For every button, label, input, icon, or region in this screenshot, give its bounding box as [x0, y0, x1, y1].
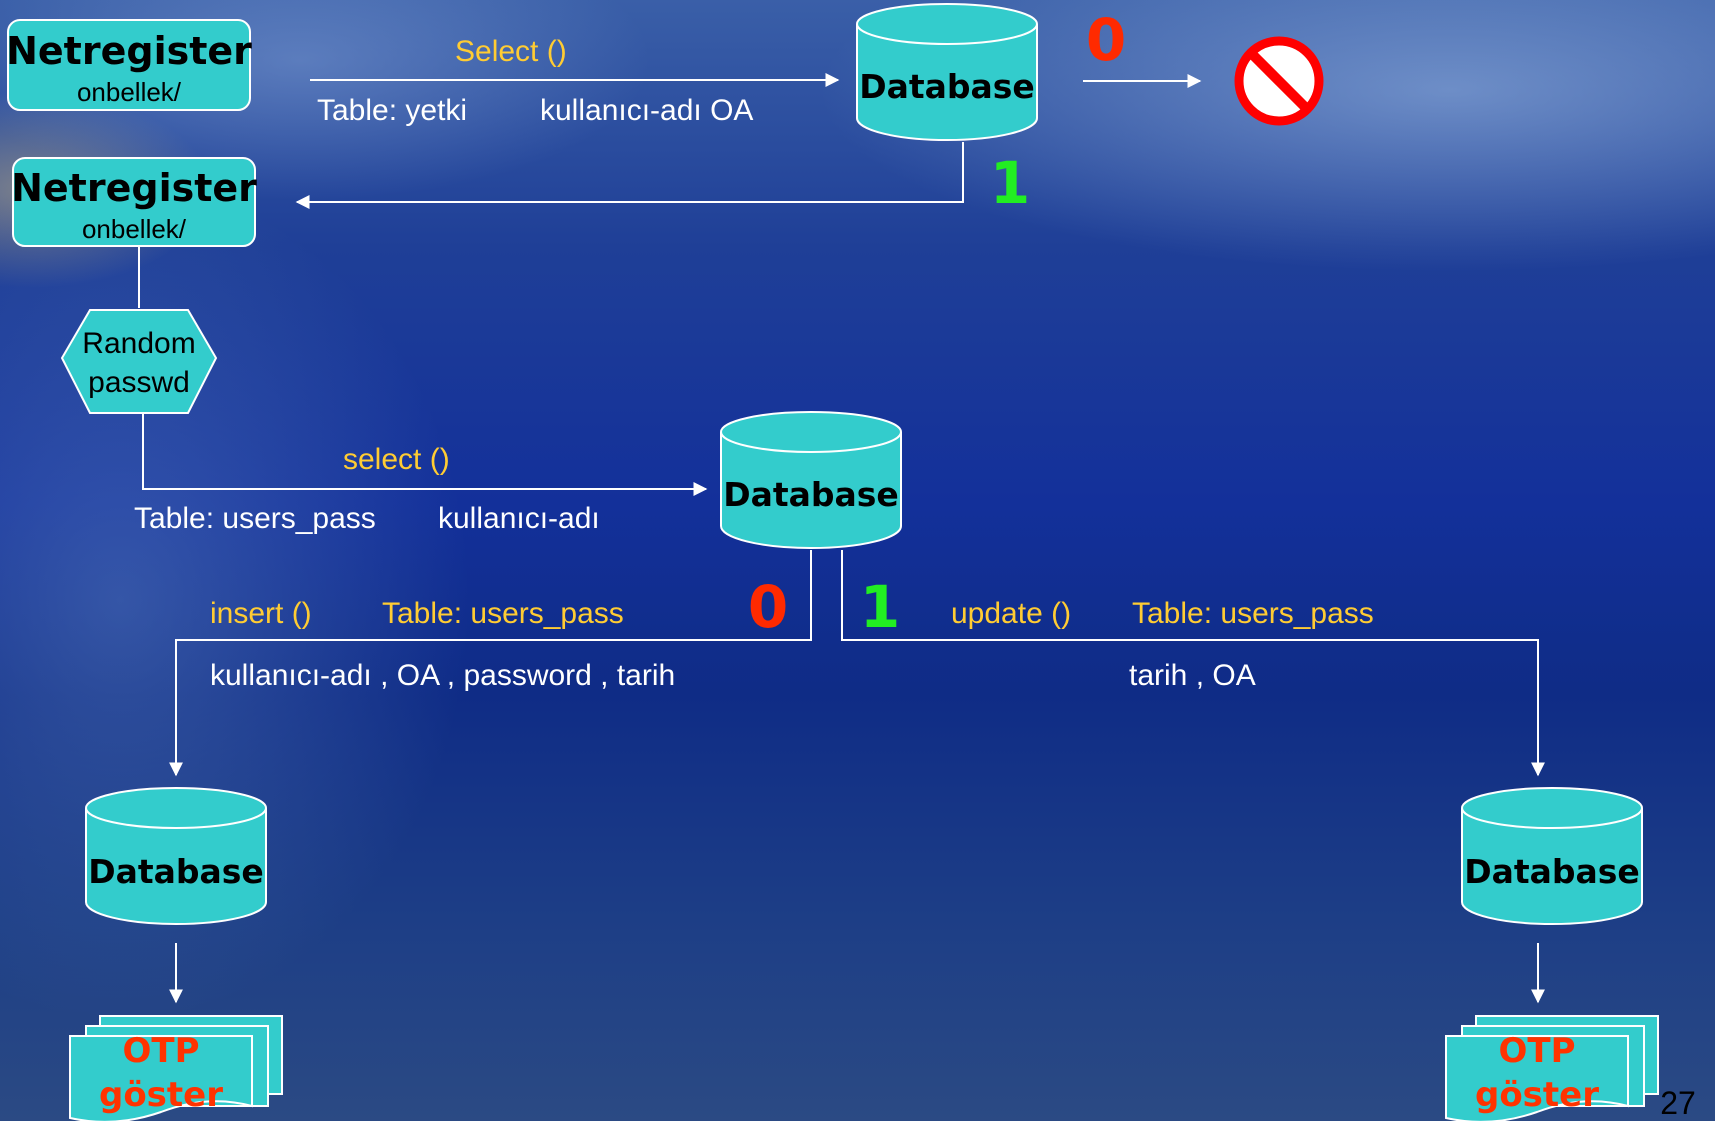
table-users-pass-label: Table: users_pass [134, 502, 376, 535]
netregister-title: Netregister [11, 166, 257, 210]
arrow-back-to-netregister [295, 142, 964, 209]
result-one-middle: 1 [860, 573, 900, 641]
update-call-label: update () [951, 597, 1071, 630]
result-zero-middle: 0 [748, 573, 788, 641]
database-label: Database [723, 475, 899, 514]
database-top: Database [856, 3, 1038, 141]
select-call-label: Select () [455, 35, 567, 68]
fields-label-top: kullanıcı-adı OA [540, 94, 753, 127]
database-middle: Database [720, 411, 902, 549]
otp-label: OTP [122, 1031, 199, 1071]
insert-call-label: insert () [210, 597, 312, 630]
arrow-to-db-middle [142, 413, 708, 496]
otp-document-left: OTP göster [69, 1015, 283, 1121]
netregister-subtitle: onbellek/ [77, 77, 182, 107]
random-passwd-hexagon: Random passwd [60, 309, 218, 414]
fields-label-middle: kullanıcı-adı [438, 502, 600, 535]
database-label: Database [1464, 852, 1640, 891]
insert-table-label: Table: users_pass [382, 597, 624, 630]
result-one-top: 1 [990, 149, 1030, 217]
select-call-label: select () [343, 443, 450, 476]
no-entry-icon [1234, 36, 1324, 126]
hexagon-line-2: passwd [88, 366, 190, 399]
update-fields-label: tarih , OA [1129, 659, 1256, 692]
database-bottom-right: Database [1461, 787, 1643, 925]
netregister-subtitle: onbellek/ [82, 214, 187, 244]
goster-label: göster [1475, 1075, 1599, 1115]
result-zero-top: 0 [1086, 6, 1126, 74]
goster-label: göster [99, 1075, 223, 1115]
update-table-label: Table: users_pass [1132, 597, 1374, 630]
database-label: Database [88, 852, 264, 891]
database-label: Database [859, 67, 1035, 106]
netregister-title: Netregister [6, 29, 252, 73]
hexagon-line-1: Random [82, 327, 195, 360]
otp-label: OTP [1498, 1031, 1575, 1071]
netregister-box-top: Netregister onbellek/ [6, 19, 252, 111]
otp-document-right: OTP göster [1445, 1015, 1659, 1121]
table-yetki-label: Table: yetki [317, 94, 467, 127]
arrow-update-branch [841, 550, 1545, 777]
netregister-box-second: Netregister onbellek/ [11, 157, 257, 247]
arrow-insert-branch [169, 550, 812, 777]
database-bottom-left: Database [85, 787, 267, 925]
page-number: 27 [1660, 1085, 1696, 1121]
insert-fields-label: kullanıcı-adı , OA , password , tarih [210, 659, 675, 692]
